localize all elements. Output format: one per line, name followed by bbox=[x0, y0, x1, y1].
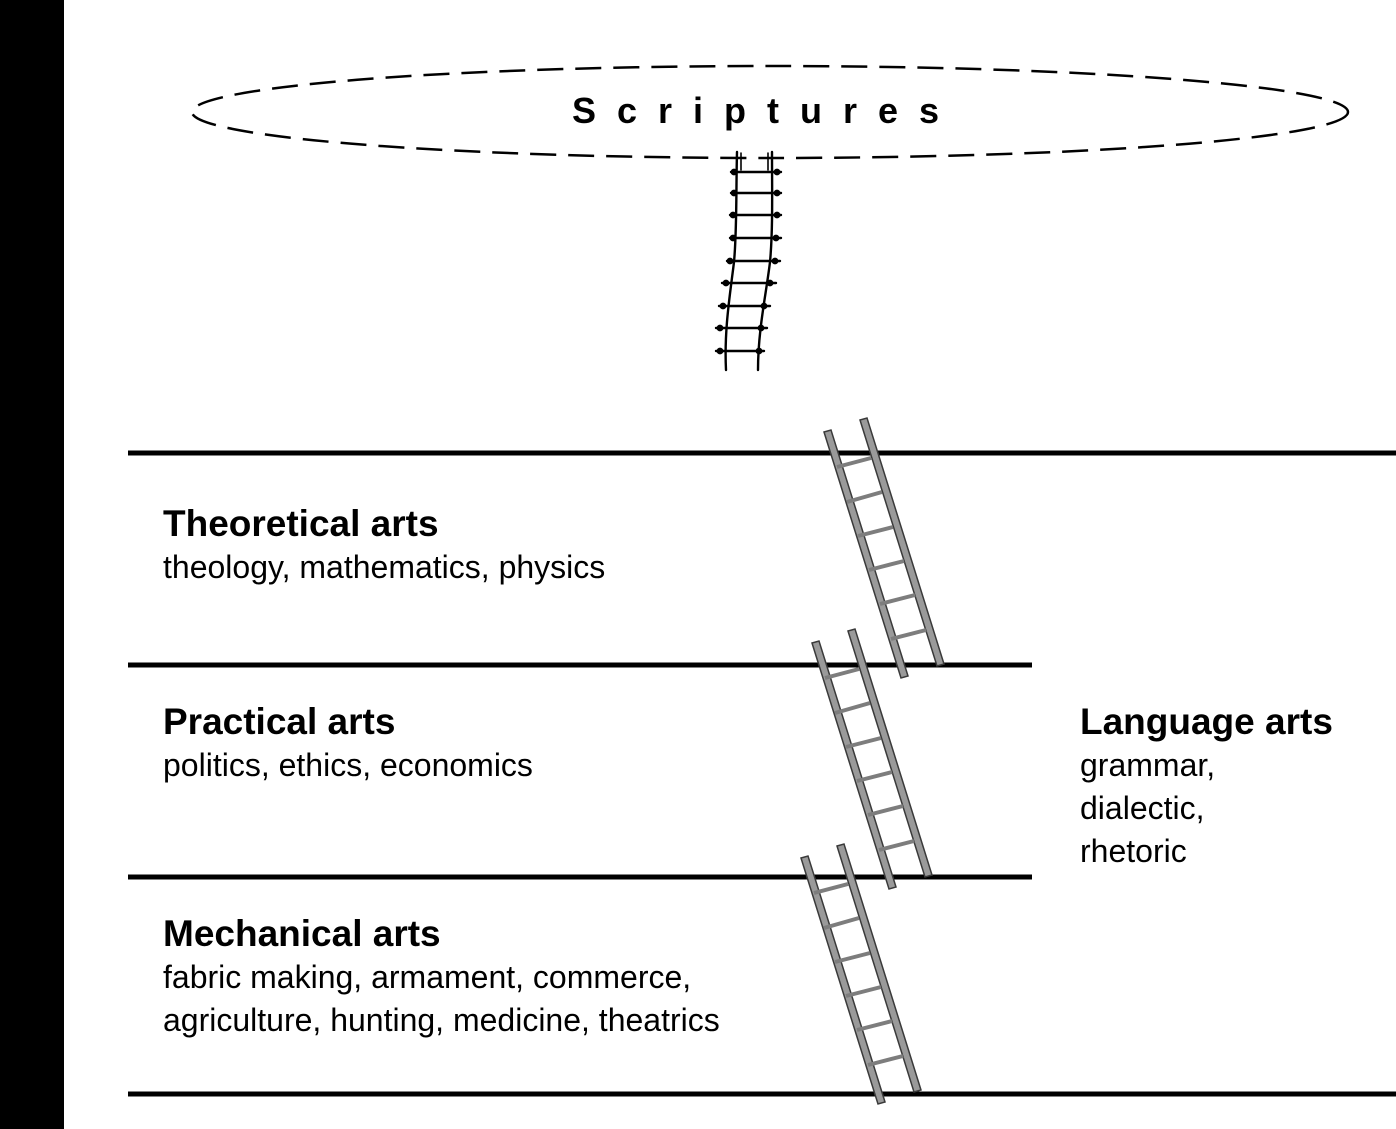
level-mechanical-arts: Mechanical arts fabric making, armament,… bbox=[163, 912, 720, 1042]
level-items-line-2: agriculture, hunting, medicine, theatric… bbox=[163, 1002, 720, 1038]
language-arts: Language arts grammar, dialectic, rhetor… bbox=[1080, 700, 1333, 873]
scriptures-label: Scriptures bbox=[572, 90, 961, 131]
level-theoretical-arts: Theoretical arts theology, mathematics, … bbox=[163, 502, 605, 589]
wooden-ladder-icon bbox=[823, 417, 945, 679]
language-arts-item: grammar, bbox=[1080, 747, 1216, 783]
language-arts-item: rhetoric bbox=[1080, 833, 1187, 869]
level-title: Practical arts bbox=[163, 701, 396, 742]
level-items: politics, ethics, economics bbox=[163, 747, 533, 783]
wooden-ladder-icon bbox=[811, 628, 933, 890]
scriptures-ellipse bbox=[190, 64, 1350, 160]
level-title: Theoretical arts bbox=[163, 503, 439, 544]
rope-ladder-icon bbox=[714, 150, 783, 372]
level-practical-arts: Practical arts politics, ethics, economi… bbox=[163, 700, 533, 787]
wooden-ladder-icon bbox=[800, 843, 922, 1105]
left-black-bar bbox=[0, 0, 64, 1129]
level-items-line-1: fabric making, armament, commerce, bbox=[163, 959, 692, 995]
language-arts-title: Language arts bbox=[1080, 701, 1333, 742]
language-arts-item: dialectic, bbox=[1080, 790, 1205, 826]
level-title: Mechanical arts bbox=[163, 913, 441, 954]
level-items: theology, mathematics, physics bbox=[163, 549, 606, 585]
